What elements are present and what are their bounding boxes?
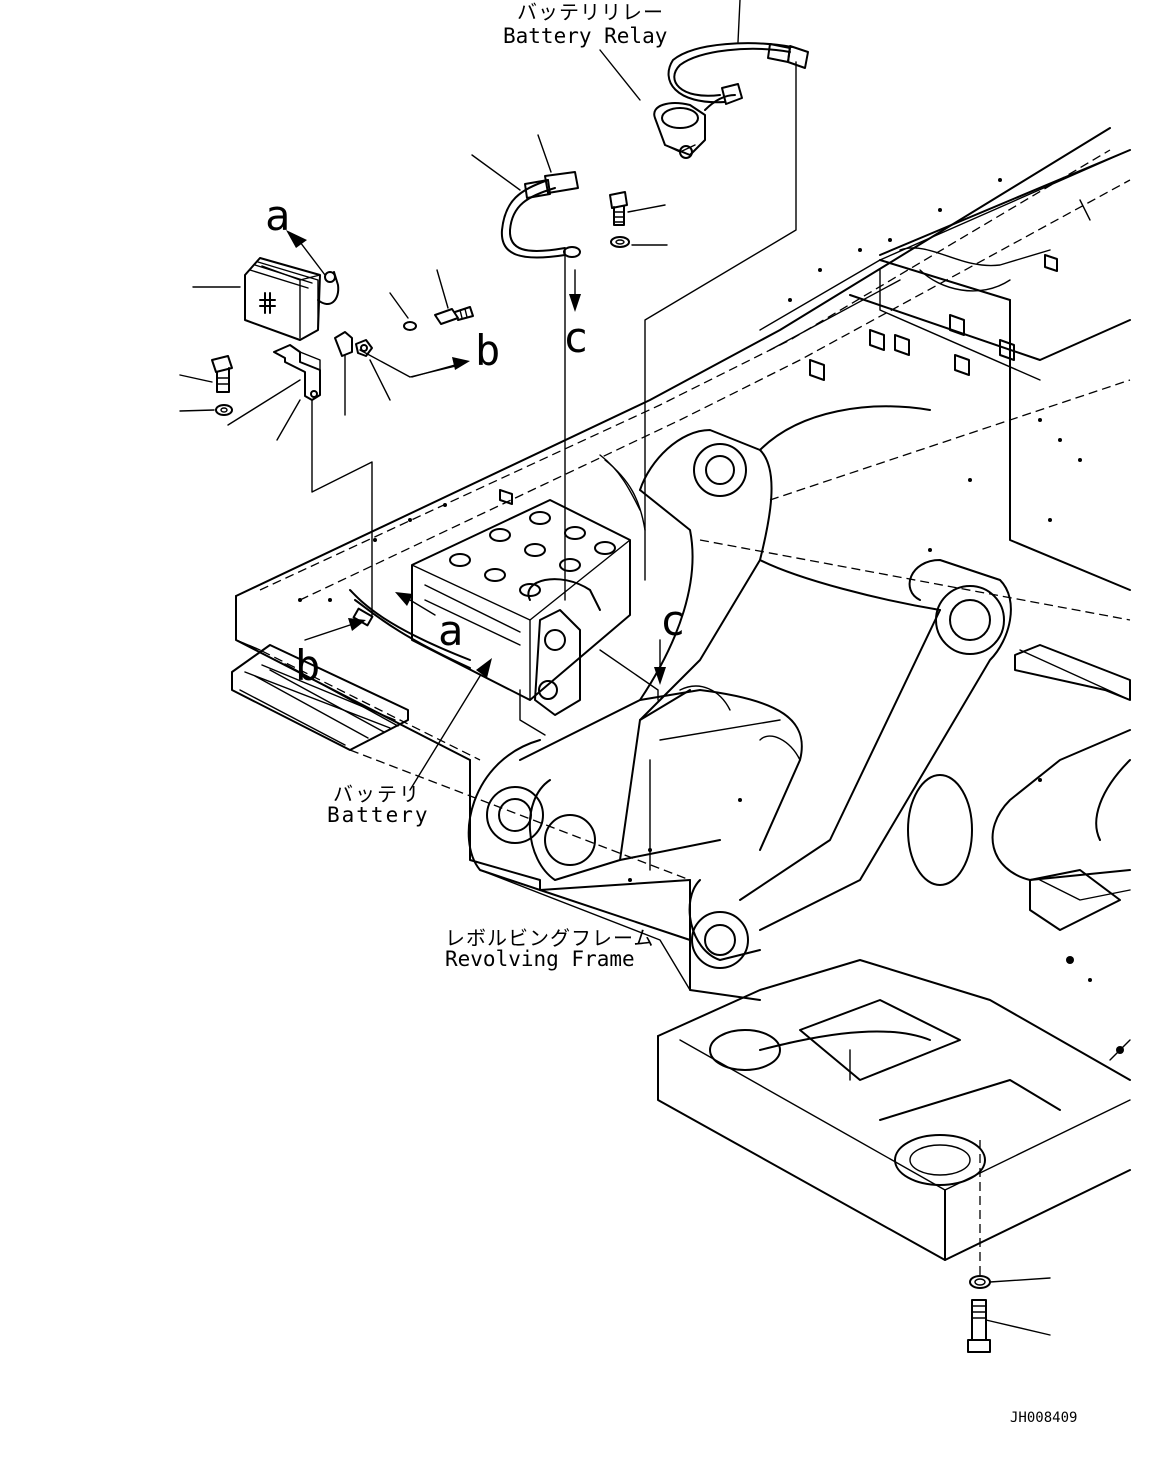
- bolt-horn: [434, 306, 474, 325]
- battery-relay: [653, 83, 743, 159]
- frame-holes: [298, 178, 1124, 1054]
- callout-b-upper: b: [475, 326, 500, 375]
- revolving-frame: [231, 127, 1131, 1261]
- battery-relay-label-jp: バッテリリレー: [517, 0, 664, 24]
- step-tread-pattern: [254, 663, 399, 739]
- bolt-bracket: [211, 355, 233, 393]
- callout-a-lower: a: [438, 606, 463, 655]
- mounting-bracket: [273, 344, 321, 401]
- arrows: [286, 230, 666, 791]
- battery-label-en: Battery: [327, 803, 430, 827]
- battery-label-jp: バッテリ: [333, 782, 421, 806]
- callout-a-upper: a: [265, 191, 290, 240]
- bolt-lower: [967, 1299, 991, 1353]
- drawing-number: JH008409: [1010, 1410, 1078, 1426]
- terminal-clip: [334, 331, 373, 357]
- battery-relay-label-en: Battery Relay: [503, 24, 668, 48]
- frame-studs: [499, 254, 1058, 505]
- leader-lines: [179, 0, 1051, 1336]
- callout-c-upper: c: [563, 313, 588, 362]
- horn-unit: [244, 257, 340, 341]
- relay-harness: [667, 42, 809, 104]
- battery-cable: [500, 171, 581, 259]
- frame-wiring: [599, 199, 1091, 761]
- washer-bracket: [215, 404, 233, 416]
- washer-horn: [403, 321, 417, 331]
- revolving-frame-label-en: Revolving Frame: [445, 947, 635, 971]
- callout-c-lower: c: [660, 596, 685, 645]
- bolt-relay: [609, 191, 628, 226]
- callout-b-lower: b: [295, 641, 320, 690]
- battery-assembly: [349, 499, 631, 736]
- washer-relay: [610, 236, 630, 248]
- washer-lower: [969, 1275, 991, 1289]
- revolving-frame-label-jp: レボルビングフレーム: [445, 926, 655, 950]
